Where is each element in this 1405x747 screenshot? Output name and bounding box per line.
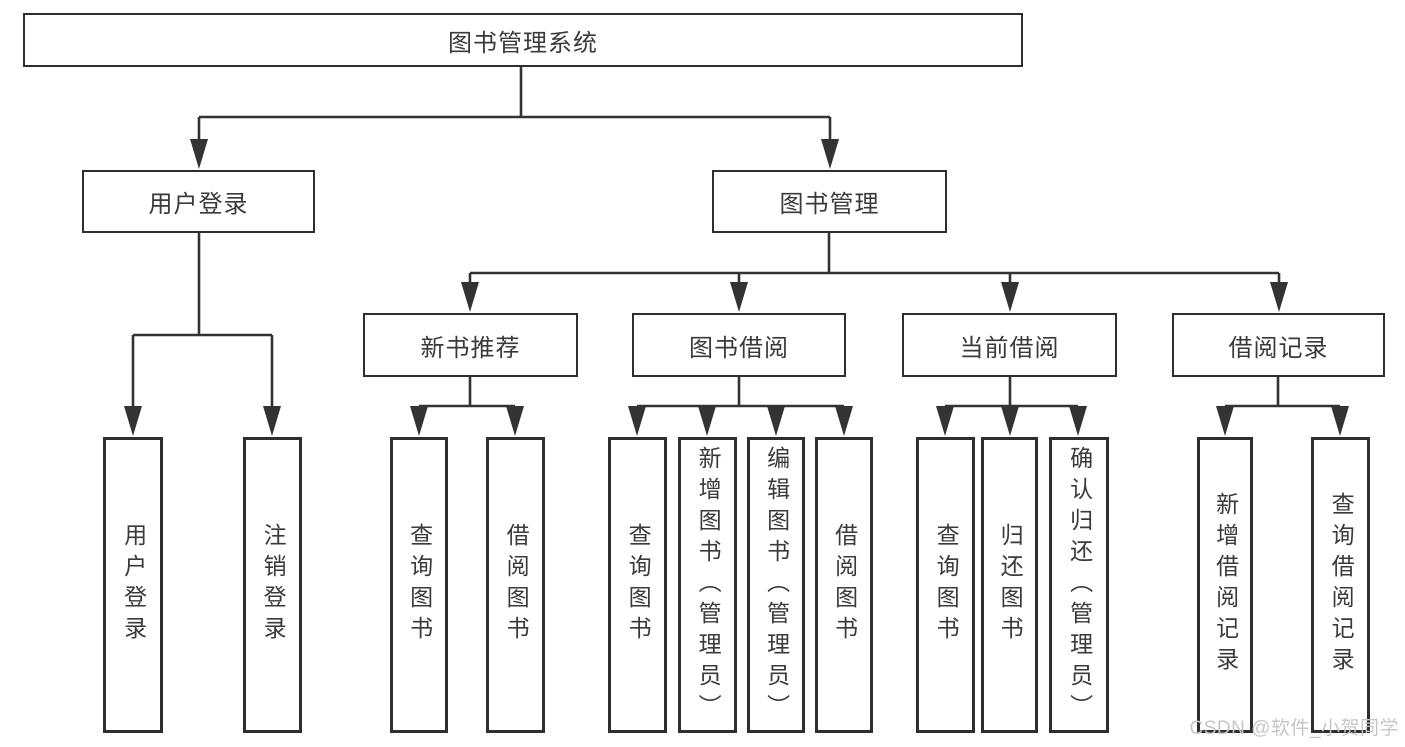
node-book-borrowing: 图书借阅 xyxy=(632,313,846,377)
leaf-query-books-borrow: 查询图书 xyxy=(608,437,667,733)
leaf-query-borrow-record: 查询借阅记录 xyxy=(1311,437,1370,733)
leaf-query-books-current: 查询图书 xyxy=(916,437,975,733)
node-borrow-records: 借阅记录 xyxy=(1172,313,1385,377)
leaf-add-borrow-record: 新增借阅记录 xyxy=(1197,437,1253,733)
leaf-logout: 注销登录 xyxy=(243,437,302,733)
node-new-book-recommend: 新书推荐 xyxy=(363,313,578,377)
leaf-confirm-return-admin: 确认归还（管理员） xyxy=(1049,437,1109,733)
node-library-management-system: 图书管理系统 xyxy=(23,13,1023,67)
node-user-login: 用户登录 xyxy=(82,170,315,233)
node-current-borrowing: 当前借阅 xyxy=(902,313,1117,377)
arrowheads xyxy=(124,139,1349,436)
leaf-borrow-books-borrow: 借阅图书 xyxy=(815,437,873,733)
leaf-borrow-books-recommend: 借阅图书 xyxy=(486,437,545,733)
leaf-edit-book-admin: 编辑图书（管理员） xyxy=(747,437,805,733)
leaf-query-books-recommend: 查询图书 xyxy=(390,437,448,733)
node-book-management: 图书管理 xyxy=(712,170,947,233)
leaf-add-book-admin: 新增图书（管理员） xyxy=(678,437,737,733)
csdn-watermark: CSDN @软件_小贺同学 xyxy=(1189,718,1399,739)
leaf-return-book: 归还图书 xyxy=(981,437,1038,733)
leaf-user-login: 用户登录 xyxy=(103,437,163,733)
